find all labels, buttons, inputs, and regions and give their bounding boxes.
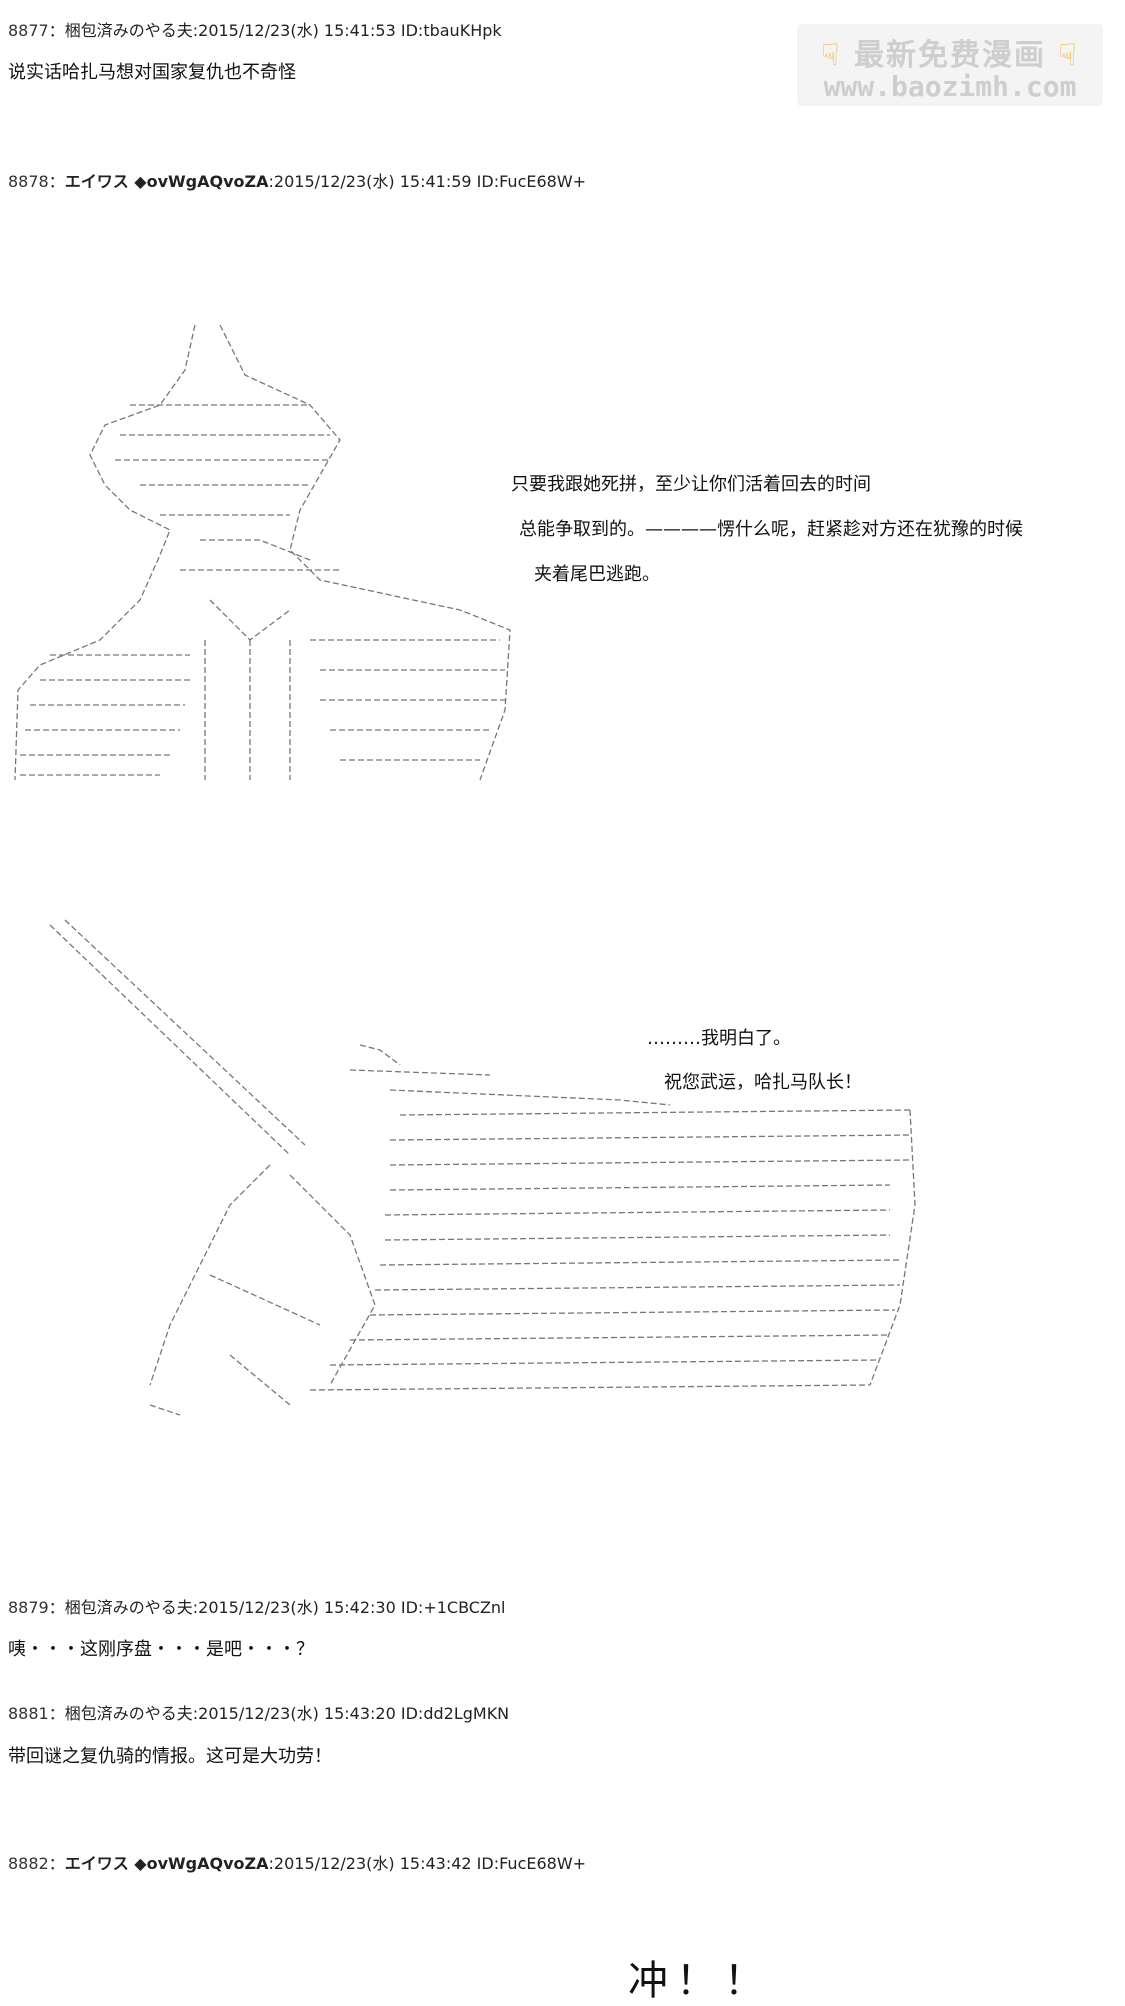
poster-name: エイワス ◆ovWgAQvoZA bbox=[64, 1854, 269, 1873]
post-date: 2015/12/23(水) 15:41:53 bbox=[198, 21, 396, 40]
post-body-8879: 咦・・・这刚序盘・・・是吧・・・？ bbox=[8, 1639, 314, 1660]
ascii-art-figure-1 bbox=[14, 324, 511, 781]
separator: ： bbox=[48, 172, 65, 191]
separator: ： bbox=[48, 21, 65, 40]
dialog-line: 夹着尾巴逃跑。 bbox=[534, 564, 660, 585]
post-date: 2015/12/23(水) 15:43:20 bbox=[198, 1704, 396, 1723]
post-header-8877: 8877：梱包済みのやる夫:2015/12/23(水) 15:41:53 ID:… bbox=[8, 21, 502, 40]
post-number[interactable]: 8882 bbox=[8, 1854, 49, 1873]
post-number[interactable]: 8881 bbox=[8, 1704, 49, 1723]
watermark-text: 最新免费漫画 bbox=[854, 38, 1046, 73]
post-header-8881: 8881：梱包済みのやる夫:2015/12/23(水) 15:43:20 ID:… bbox=[8, 1704, 510, 1723]
watermark-url: www.baozimh.com bbox=[823, 70, 1077, 103]
poster-id[interactable]: ID:dd2LgMKN bbox=[400, 1704, 510, 1723]
watermark-title: ☟ 最新免费漫画 ☟ bbox=[797, 30, 1103, 74]
poster-name: 梱包済みのやる夫 bbox=[64, 21, 193, 40]
pointing-hand-icon: ☟ bbox=[821, 38, 842, 73]
post-number[interactable]: 8878 bbox=[8, 172, 49, 191]
poster-name: エイワス ◆ovWgAQvoZA bbox=[64, 172, 269, 191]
post-body-8877: 说实话哈扎马想对国家复仇也不奇怪 bbox=[8, 62, 296, 83]
post-date: 2015/12/23(水) 15:42:30 bbox=[198, 1598, 396, 1617]
post-header-8882: 8882：エイワス ◆ovWgAQvoZA:2015/12/23(水) 15:4… bbox=[8, 1854, 587, 1873]
poster-name: 梱包済みのやる夫 bbox=[64, 1598, 193, 1617]
poster-id[interactable]: ID:+1CBCZnl bbox=[400, 1598, 506, 1617]
ascii-art-character bbox=[10, 310, 520, 785]
separator: ： bbox=[48, 1854, 65, 1873]
post-body-8881: 带回谜之复仇骑的情报。这可是大功劳！ bbox=[8, 1746, 332, 1767]
pointing-hand-icon: ☟ bbox=[1058, 38, 1079, 73]
dialog-line: 祝您武运，哈扎马队长！ bbox=[664, 1072, 862, 1093]
watermark: ☟ 最新免费漫画 ☟ www.baozimh.com bbox=[797, 24, 1103, 106]
shout-text: 冲！！ bbox=[628, 1958, 772, 2004]
ascii-art-figure-2 bbox=[49, 919, 916, 1416]
post-header-8879: 8879：梱包済みのやる夫:2015/12/23(水) 15:42:30 ID:… bbox=[8, 1598, 506, 1617]
poster-id[interactable]: ID:FucE68W+ bbox=[476, 172, 587, 191]
post-date: 2015/12/23(水) 15:43:42 bbox=[273, 1854, 472, 1873]
poster-id[interactable]: ID:FucE68W+ bbox=[476, 1854, 587, 1873]
separator: ： bbox=[48, 1598, 65, 1617]
dialog-line: 只要我跟她死拼，至少让你们活着回去的时间 bbox=[511, 474, 871, 495]
post-number[interactable]: 8879 bbox=[8, 1598, 49, 1617]
dialog-line: 总能争取到的。————愣什么呢，赶紧趁对方还在犹豫的时候 bbox=[519, 519, 1023, 540]
post-header-8878: 8878：エイワス ◆ovWgAQvoZA:2015/12/23(水) 15:4… bbox=[8, 172, 587, 191]
poster-name: 梱包済みのやる夫 bbox=[64, 1704, 193, 1723]
ascii-art-rider bbox=[30, 905, 930, 1425]
post-date: 2015/12/23(水) 15:41:59 bbox=[273, 172, 472, 191]
dialog-line: ………我明白了。 bbox=[647, 1028, 791, 1049]
poster-id[interactable]: ID:tbauKHpk bbox=[400, 21, 502, 40]
separator: ： bbox=[48, 1704, 65, 1723]
post-number[interactable]: 8877 bbox=[8, 21, 49, 40]
